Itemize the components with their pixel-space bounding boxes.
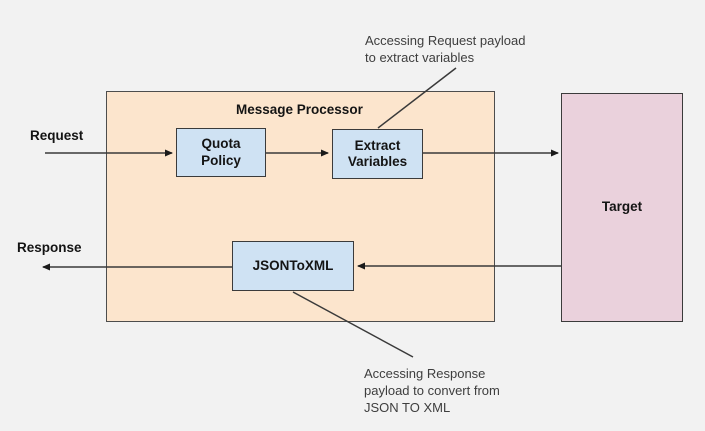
message-processor-title: Message Processor [236,102,363,117]
response-label: Response [17,240,82,255]
target-node: Target [561,93,683,322]
request-payload-annotation: Accessing Request payload to extract var… [365,33,526,65]
response-payload-annotation: Accessing Response payload to convert fr… [364,366,500,415]
json-to-xml-node: JSONToXML [232,241,354,291]
extract-variables-node: Extract Variables [332,129,423,179]
quota-policy-node: Quota Policy [176,128,266,177]
request-label: Request [30,128,84,143]
